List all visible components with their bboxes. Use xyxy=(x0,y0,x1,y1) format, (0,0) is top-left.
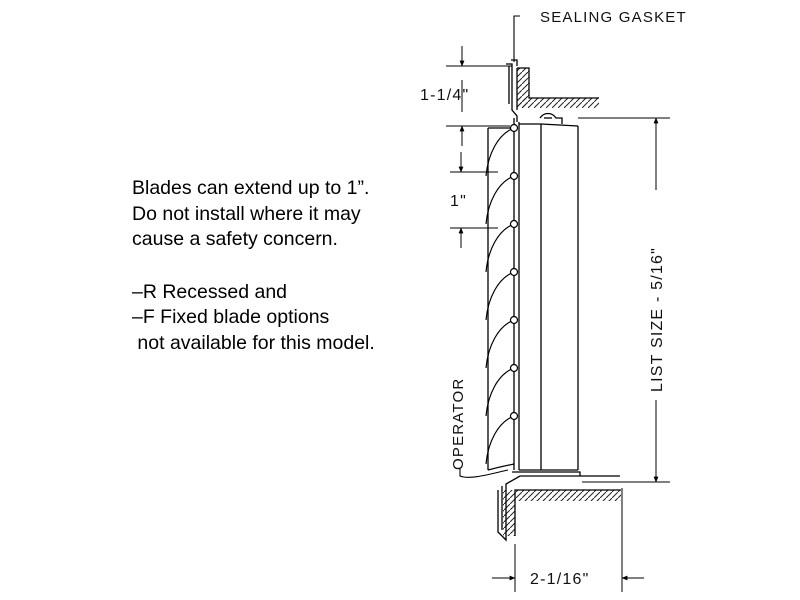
blade xyxy=(485,367,515,417)
blade xyxy=(487,463,515,471)
blade-dimension xyxy=(450,152,498,248)
blades xyxy=(485,123,519,471)
operator-leader xyxy=(459,468,509,478)
list-size-dimension xyxy=(578,117,670,483)
damper-frame xyxy=(512,112,581,476)
blade-pivot xyxy=(509,267,519,277)
note-line: –F Fixed blade options xyxy=(132,306,330,328)
blade xyxy=(485,175,515,225)
bottom-flange xyxy=(497,475,620,542)
note-line: Do not install where it may xyxy=(132,202,361,225)
blade-housing xyxy=(487,127,512,470)
depth-dimension xyxy=(492,488,644,592)
note-line: –R Recessed and xyxy=(132,280,288,303)
operator-label: OPERATOR xyxy=(450,378,467,470)
blade-pivot xyxy=(509,315,519,325)
depth-dimension-label: 2-1/16" xyxy=(530,571,589,588)
flange-dimension xyxy=(446,46,512,146)
note-line: not available for this model. xyxy=(132,331,375,354)
flange-dimension-label: 1-1/4" xyxy=(420,87,469,104)
wall-bottom xyxy=(503,489,621,536)
blade-pivot xyxy=(509,411,519,421)
wall-top xyxy=(516,67,599,110)
blade xyxy=(485,319,515,369)
sealing-gasket xyxy=(506,59,518,122)
installation-note: Blades can extend up to 1”. Do not insta… xyxy=(132,176,452,356)
blade xyxy=(485,271,515,321)
blade-pivot xyxy=(509,363,519,373)
blade-dimension-label: 1" xyxy=(450,193,467,210)
blade xyxy=(485,415,515,465)
gasket-leader xyxy=(513,15,520,62)
sealing-gasket-label: SEALING GASKET xyxy=(540,9,687,26)
blade xyxy=(485,223,515,273)
note-line: Blades can extend up to 1”. xyxy=(132,177,370,199)
note-line: cause a safety concern. xyxy=(132,228,338,250)
blade-pivot xyxy=(509,171,519,181)
list-size-label: LIST SIZE - 5/16" xyxy=(649,247,666,392)
blade-pivot xyxy=(509,123,519,133)
blade xyxy=(485,127,515,177)
blade-pivot xyxy=(509,219,519,229)
